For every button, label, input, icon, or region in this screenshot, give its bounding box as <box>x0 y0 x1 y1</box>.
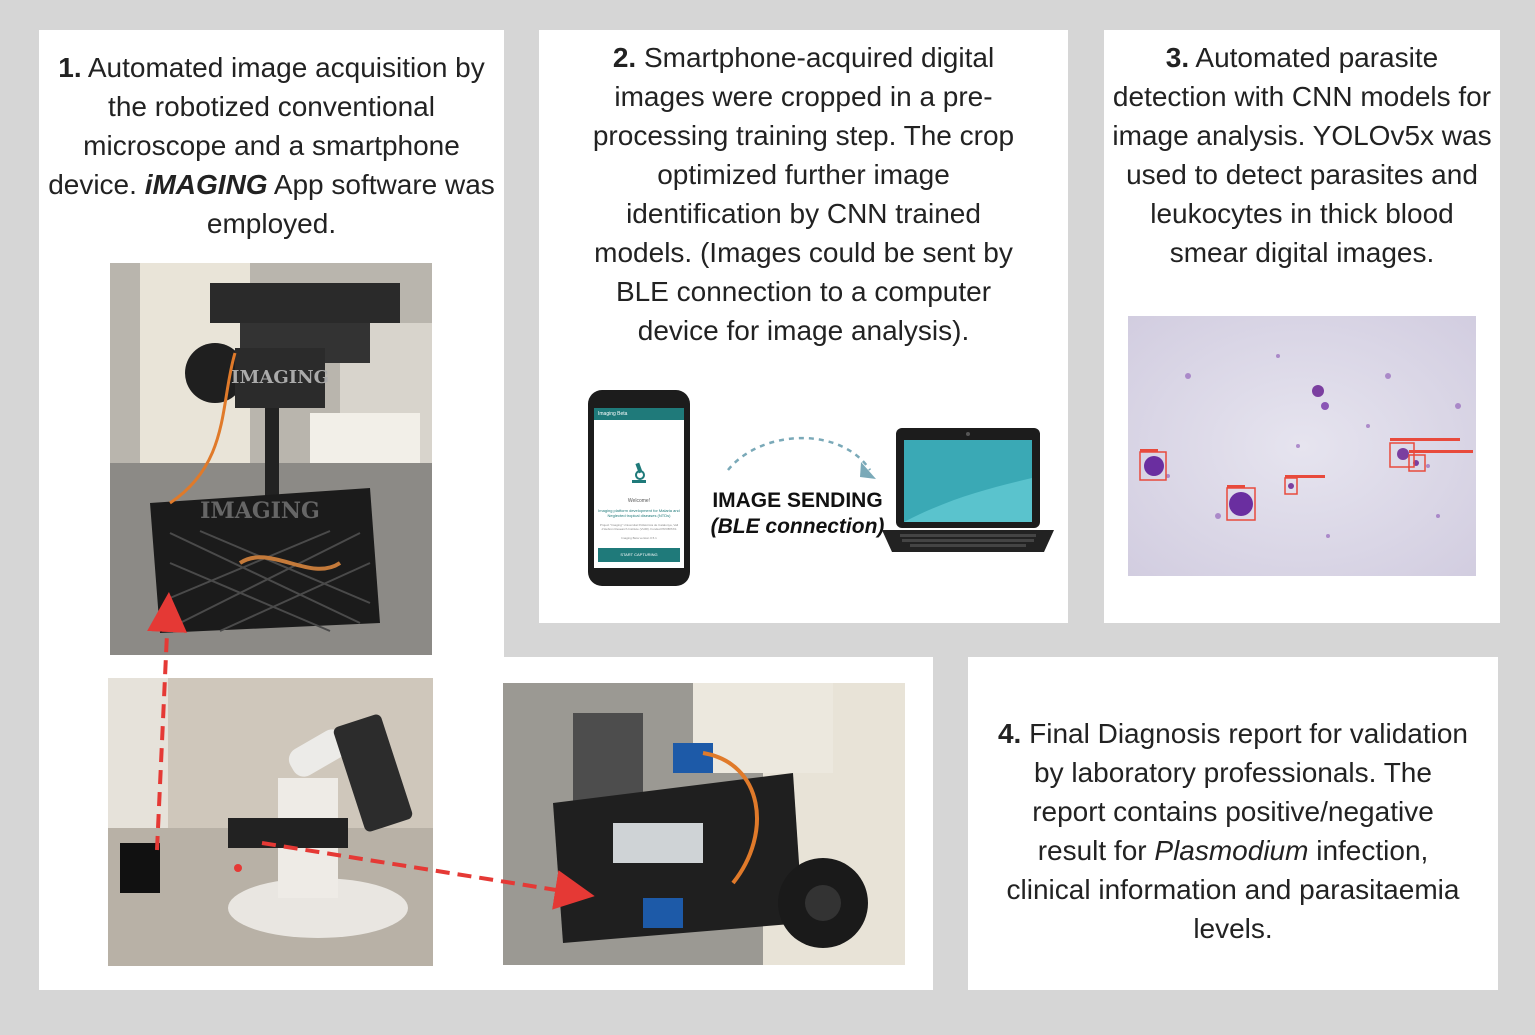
arrow-to-box <box>147 592 188 851</box>
panel4-description: 4. Final Diagnosis report for validation… <box>997 718 1469 944</box>
imaging-brand: iMAGING <box>144 169 268 200</box>
sending-arc-arrow <box>727 436 876 479</box>
detection-box-parasite-3 <box>1408 454 1426 472</box>
panel1-number: 1. <box>58 52 82 83</box>
microscope-smartphone-photo <box>108 678 433 966</box>
robotized-microscope-photo: IMAGING IMAGING <box>110 263 432 655</box>
smartphone-illustration: Imaging Beta Welcome! Imaging platform d… <box>588 390 690 586</box>
microscope-icon <box>631 462 647 484</box>
panel4-number: 4. <box>997 718 1022 749</box>
phone-welcome: Welcome! <box>627 498 651 504</box>
phone-description: Imaging platform development for Malaria… <box>598 508 680 518</box>
panel2-number: 2. <box>612 42 637 73</box>
panel2-description: 2. Smartphone-acquired digital images we… <box>592 42 1015 346</box>
panel-final-diagnosis <box>968 657 1498 990</box>
panel3-description: 3. Automated parasite detection with CNN… <box>1112 42 1492 268</box>
panel1-description: 1. Automated image acquisition by the ro… <box>48 52 495 239</box>
phone-screen: Imaging Beta Welcome! Imaging platform d… <box>594 408 684 568</box>
plasmodium-term: Plasmodium <box>1154 835 1309 866</box>
start-capturing-button[interactable]: START CAPTURING <box>598 548 680 562</box>
phone-version: Imaging Beta version 0.5.1 <box>621 536 657 540</box>
image-sending-label: IMAGE SENDING (BLE connection) <box>705 489 890 539</box>
camera-imaging-logo: IMAGING <box>231 367 329 388</box>
panel3-number: 3. <box>1165 42 1190 73</box>
ble-connection-label: (BLE connection) <box>710 515 885 538</box>
robotic-stage-photo <box>503 683 905 965</box>
arrow-to-stage <box>261 841 595 910</box>
phone-project: Project "Imaging" Universitat Politècnic… <box>599 523 679 531</box>
box-imaging-logo: IMAGING <box>200 498 320 524</box>
blood-smear-detection-image <box>1128 316 1476 576</box>
laptop-illustration <box>882 428 1054 552</box>
phone-appbar: Imaging Beta <box>594 408 684 420</box>
